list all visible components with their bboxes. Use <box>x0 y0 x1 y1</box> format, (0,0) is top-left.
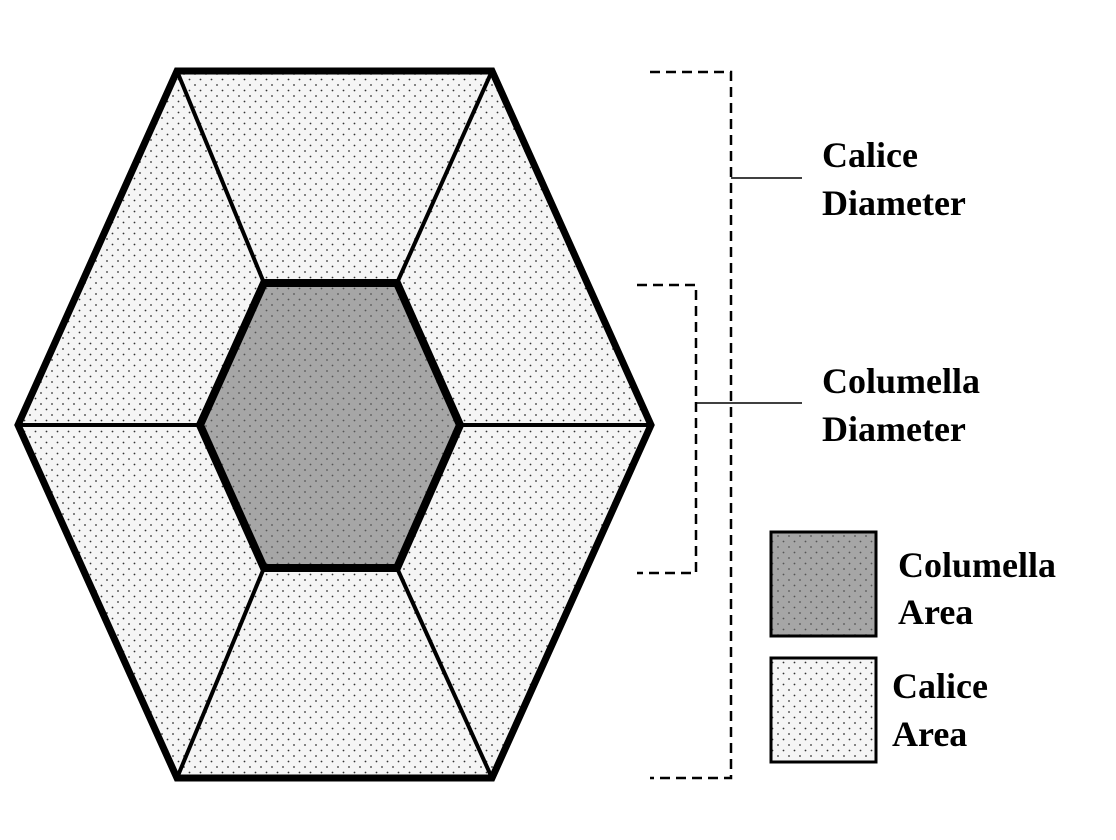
calice-diameter-label: Calice Diameter <box>822 135 966 223</box>
calice-diameter-label-line1: Calice <box>822 135 918 175</box>
legend-swatch-columella <box>769 530 878 638</box>
columella-hexagon <box>195 279 465 572</box>
legend-columella-line1: Columella <box>898 545 1056 585</box>
septa-lines <box>18 70 651 779</box>
legend: Columella Area Calice Area <box>769 530 1065 764</box>
columella-diameter-label: Columella Diameter <box>822 361 989 449</box>
calice-diameter-bracket <box>650 70 733 780</box>
septum-top-left <box>175 70 266 284</box>
septum-bottom-right <box>395 567 494 779</box>
legend-swatch-calice <box>769 656 878 764</box>
legend-calice-line1: Calice <box>892 666 988 706</box>
calice-diameter-label-line2: Diameter <box>822 183 966 223</box>
legend-label-calice-area: Calice Area <box>892 666 997 754</box>
septum-top-right <box>395 70 494 284</box>
columella-diameter-label-line1: Columella <box>822 361 980 401</box>
septum-bottom-left <box>175 567 266 779</box>
legend-columella-line2: Area <box>898 592 973 632</box>
legend-label-columella-area: Columella Area <box>898 545 1065 632</box>
legend-calice-line2: Area <box>892 714 967 754</box>
columella-diameter-bracket <box>637 283 698 575</box>
columella-diameter-label-line2: Diameter <box>822 409 966 449</box>
